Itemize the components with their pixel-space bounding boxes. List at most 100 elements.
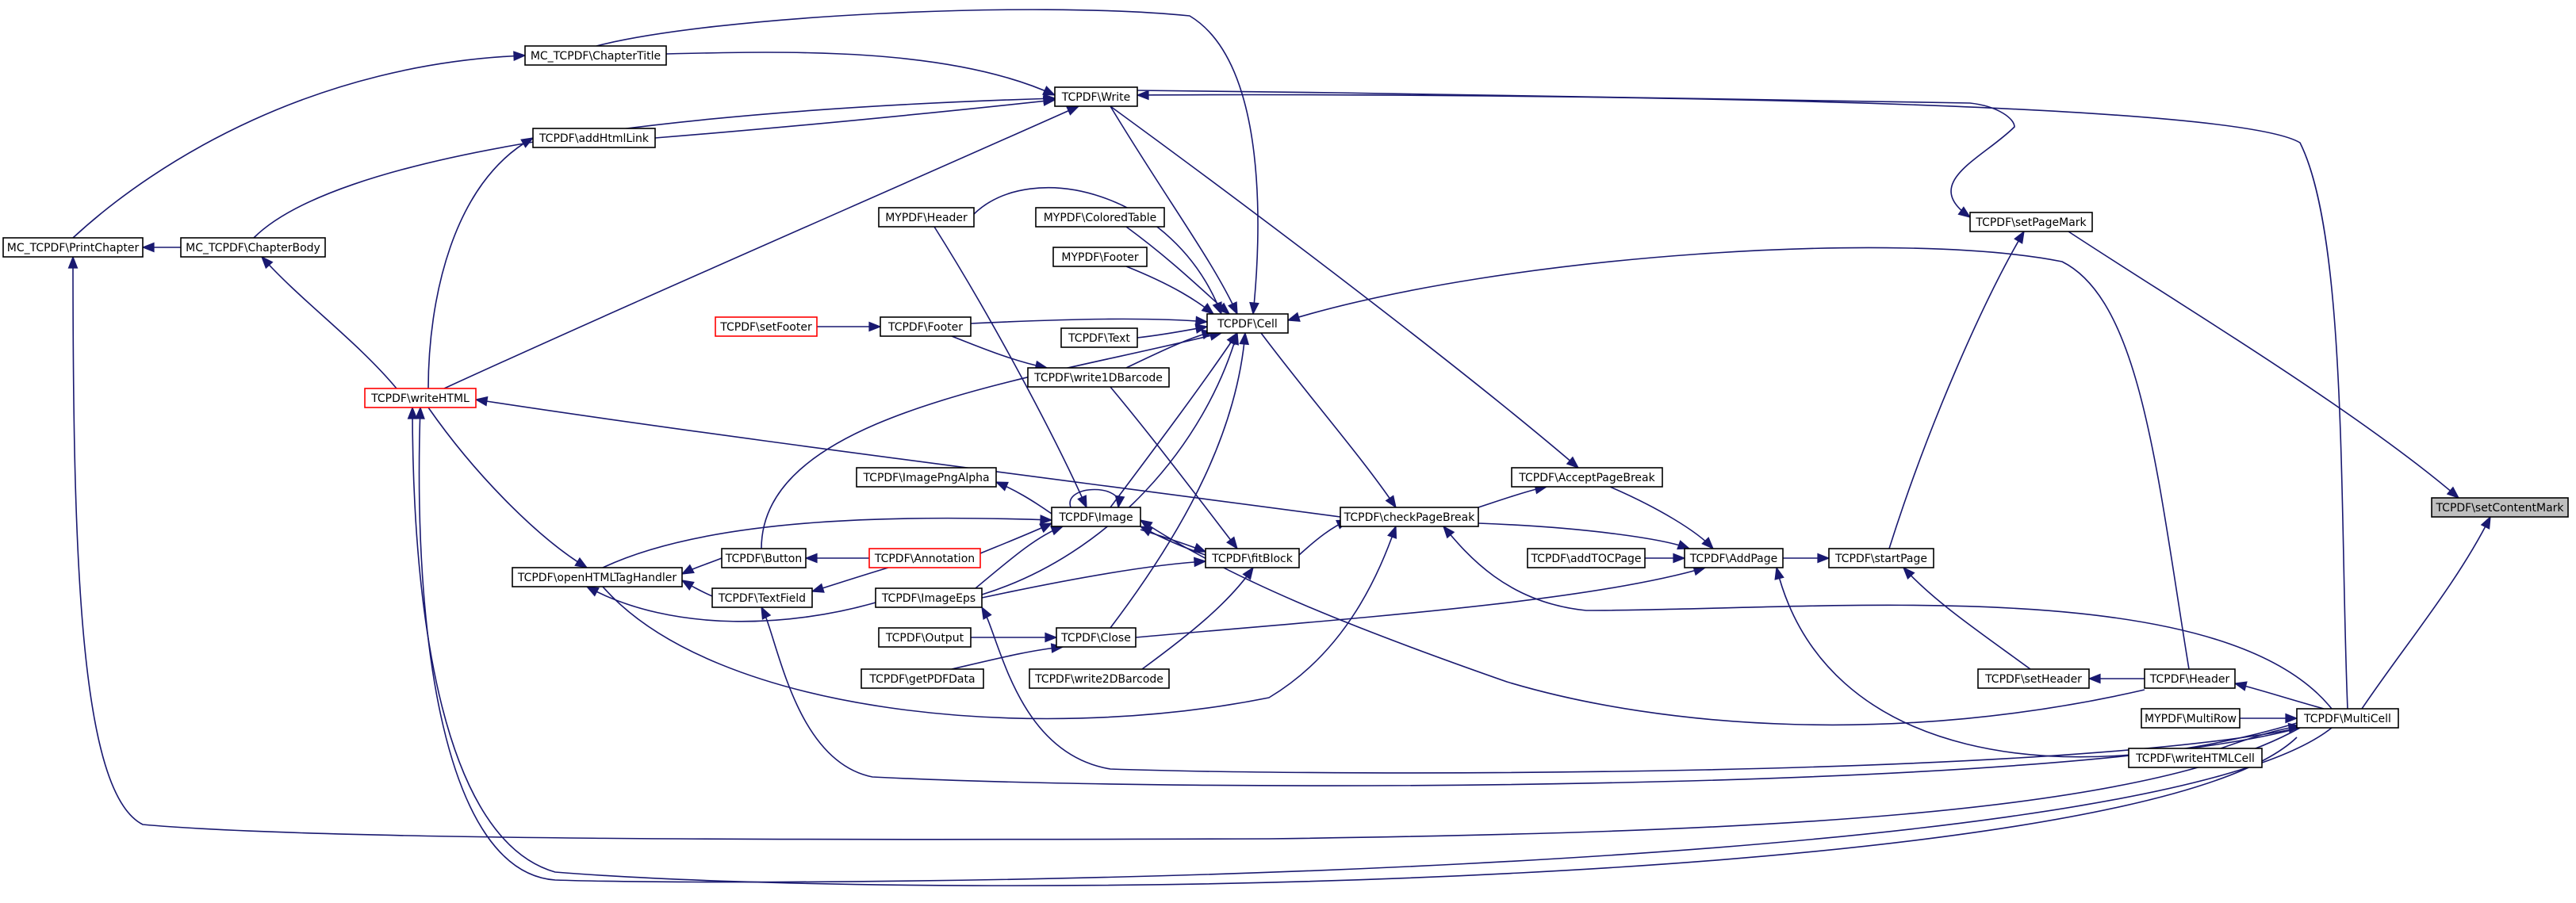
node-startPage[interactable]: TCPDF\startPage xyxy=(1828,548,1934,568)
node-Cell[interactable]: TCPDF\Cell xyxy=(1206,313,1289,334)
node-label: TCPDF\startPage xyxy=(1834,553,1927,565)
node-label: TCPDF\TextField xyxy=(718,592,806,605)
edge-line xyxy=(72,256,2301,840)
node-Close[interactable]: TCPDF\Close xyxy=(1056,627,1137,648)
edge-MultiCell-to-writeHTML xyxy=(415,406,2333,883)
node-ChapterBody[interactable]: MC_TCPDF\ChapterBody xyxy=(180,237,326,258)
node-PrintChapter[interactable]: MC_TCPDF\PrintChapter xyxy=(2,237,144,258)
node-addTOCPage[interactable]: TCPDF\addTOCPage xyxy=(1527,548,1646,568)
node-label: TCPDF\MultiCell xyxy=(2303,713,2391,725)
edge-arrowhead xyxy=(1077,495,1087,509)
node-box xyxy=(721,548,807,568)
node-label: TCPDF\setContentMark xyxy=(2435,502,2564,515)
edge-arrowhead xyxy=(1040,515,1053,525)
node-box xyxy=(1977,668,2090,689)
edge-openHTMLTagHandler-to-Image xyxy=(602,515,1053,568)
edge-arrowhead xyxy=(1387,525,1397,539)
edge-line xyxy=(418,407,2333,883)
node-MultiCell[interactable]: TCPDF\MultiCell xyxy=(2296,708,2399,729)
node-MYPDFColoredTable[interactable]: MYPDF\ColoredTable xyxy=(1035,207,1165,228)
node-box xyxy=(1527,548,1646,568)
node-Header[interactable]: TCPDF\Header xyxy=(2144,668,2236,689)
edge-arrowhead xyxy=(811,583,825,593)
edge-arrowhead xyxy=(1385,495,1397,509)
node-getPDFData[interactable]: TCPDF\getPDFData xyxy=(861,668,984,689)
node-fitBlock[interactable]: TCPDF\fitBlock xyxy=(1205,548,1300,568)
edge-PrintChapter-to-ChapterTitle xyxy=(72,51,527,239)
node-MYPDFMultiRow[interactable]: MYPDF\MultiRow xyxy=(2141,708,2241,729)
node-ChapterTitle[interactable]: MC_TCPDF\ChapterTitle xyxy=(524,45,667,66)
node-setHeader[interactable]: TCPDF\setHeader xyxy=(1977,668,2090,689)
edge-MultiCell-to-checkPageBreak xyxy=(1442,525,2333,710)
node-box xyxy=(1051,507,1141,527)
node-Text[interactable]: TCPDF\Text xyxy=(1060,327,1138,348)
node-Write[interactable]: TCPDF\Write xyxy=(1054,86,1138,107)
node-checkPageBreak[interactable]: TCPDF\checkPageBreak xyxy=(1340,507,1479,527)
edge-line xyxy=(443,105,1079,389)
edge-write1DBarcode-to-Cell xyxy=(1125,329,1215,369)
edge-line xyxy=(2361,516,2491,710)
node-label: TCPDF\Text xyxy=(1068,332,1130,345)
node-ImagePngAlpha[interactable]: TCPDF\ImagePngAlpha xyxy=(856,467,997,488)
node-writeHTMLCell[interactable]: TCPDF\writeHTMLCell xyxy=(2128,748,2263,768)
edge-line xyxy=(951,335,1048,369)
edge-writeHTML-to-addHtmlLink xyxy=(427,137,535,389)
edge-arrowhead xyxy=(1286,312,1301,322)
edge-arrowhead xyxy=(1228,301,1238,316)
node-setContentMark[interactable]: TCPDF\setContentMark xyxy=(2431,497,2569,518)
node-box xyxy=(1029,668,1170,689)
node-write1DBarcode[interactable]: TCPDF\write1DBarcode xyxy=(1027,367,1170,388)
edge-arrowhead xyxy=(1042,86,1056,96)
edge-checkPageBreak-to-writeHTML xyxy=(474,396,1341,518)
node-Image[interactable]: TCPDF\Image xyxy=(1051,507,1141,527)
node-write2DBarcode[interactable]: TCPDF\write2DBarcode xyxy=(1029,668,1170,689)
node-addHtmlLink[interactable]: TCPDF\addHtmlLink xyxy=(532,128,656,148)
node-AcceptPageBreak[interactable]: TCPDF\AcceptPageBreak xyxy=(1511,467,1663,488)
node-AddPage[interactable]: TCPDF\AddPage xyxy=(1684,548,1784,568)
edge-arrowhead xyxy=(680,580,695,591)
node-box xyxy=(1340,507,1479,527)
edge-Image-to-ImagePngAlpha xyxy=(995,481,1052,515)
edge-line xyxy=(1260,332,1397,508)
node-label: TCPDF\checkPageBreak xyxy=(1344,511,1476,524)
edge-line xyxy=(665,52,1056,96)
edge-line xyxy=(1478,522,1690,549)
edge-MYPDFHeader-to-Image xyxy=(933,226,1087,509)
edge-line xyxy=(951,646,1064,670)
edge-Cell-to-checkPageBreak xyxy=(1260,332,1397,509)
node-label: TCPDF\Output xyxy=(885,632,964,645)
node-Footer[interactable]: TCPDF\Footer xyxy=(880,316,972,337)
edge-arrowhead xyxy=(407,406,418,419)
node-TextField[interactable]: TCPDF\TextField xyxy=(711,587,813,608)
node-Button[interactable]: TCPDF\Button xyxy=(721,548,807,568)
node-box xyxy=(711,587,813,608)
node-label: TCPDF\fitBlock xyxy=(1211,553,1294,565)
edge-line xyxy=(1141,567,1254,670)
node-writeHTML[interactable]: TCPDF\writeHTML xyxy=(364,388,477,408)
node-setFooter[interactable]: TCPDF\setFooter xyxy=(715,316,818,337)
node-MYPDFFooter[interactable]: MYPDF\Footer xyxy=(1052,247,1148,267)
edge-line xyxy=(1903,567,2031,670)
edge-arrowhead xyxy=(981,606,992,620)
edge-addTOCPage-to-AddPage xyxy=(1645,553,1686,564)
node-label: TCPDF\addTOCPage xyxy=(1530,553,1641,565)
node-Output[interactable]: TCPDF\Output xyxy=(878,627,972,648)
edge-MYPDFColoredTable-to-Cell xyxy=(1125,226,1231,316)
edge-TextField-to-openHTMLTagHandler xyxy=(680,580,713,597)
node-openHTMLTagHandler[interactable]: TCPDF\openHTMLTagHandler xyxy=(512,567,683,587)
edge-line xyxy=(261,256,397,389)
edge-arrowhead xyxy=(1442,525,1455,539)
edge-ImageEps-to-Cell xyxy=(981,331,1240,595)
node-label: TCPDF\Close xyxy=(1060,632,1131,645)
node-ImageEps[interactable]: TCPDF\ImageEps xyxy=(875,587,983,608)
edge-write2DBarcode-to-fitBlock xyxy=(1141,566,1254,670)
edge-Write-to-AcceptPageBreak xyxy=(1110,105,1580,469)
node-label: TCPDF\addHtmlLink xyxy=(539,132,650,145)
node-Annotation[interactable]: TCPDF\Annotation xyxy=(868,548,981,568)
node-box xyxy=(1027,367,1170,388)
node-box xyxy=(1511,467,1663,488)
node-setPageMark[interactable]: TCPDF\setPageMark xyxy=(1969,212,2093,232)
node-MYPDFHeader[interactable]: MYPDF\Header xyxy=(878,207,975,228)
node-box xyxy=(1054,86,1138,107)
